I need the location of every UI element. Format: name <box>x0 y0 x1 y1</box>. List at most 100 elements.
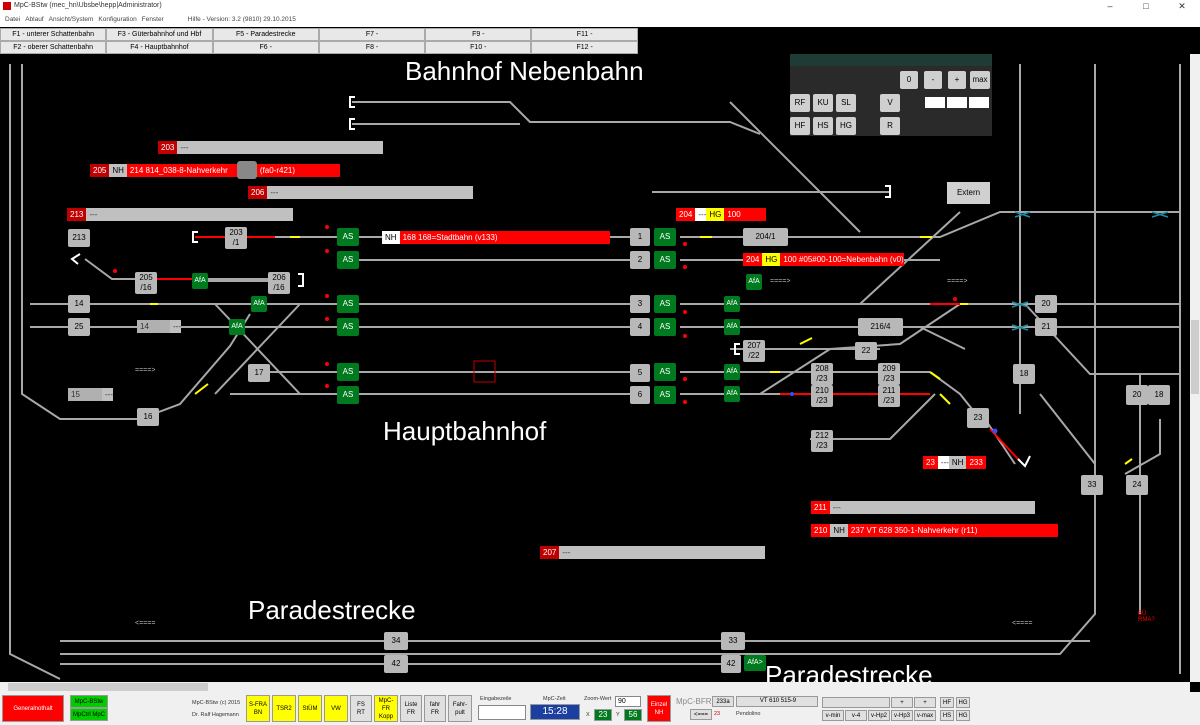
fkey-f2[interactable]: F2 - oberer Schattenbahn <box>0 41 107 54</box>
block-211[interactable]: 211 /23 <box>878 385 900 407</box>
bfr-hg-button[interactable]: HG <box>956 697 970 708</box>
block-210[interactable]: 210 /23 <box>811 385 833 407</box>
as-button-5[interactable]: AS <box>337 363 359 381</box>
fkey-f6[interactable]: F6 - <box>212 41 319 54</box>
mpcbstw-button[interactable]: MpC-BStw <box>70 695 108 708</box>
block-42b[interactable]: 42 <box>721 655 741 673</box>
bfr-hf-button[interactable]: HF <box>940 697 954 708</box>
bfr-prev-button[interactable]: <=== <box>690 709 712 720</box>
block-6[interactable]: 6 <box>630 386 650 404</box>
vertical-scroll-thumb[interactable] <box>1191 320 1199 394</box>
as-button-1[interactable]: AS <box>337 228 359 246</box>
as-button-4[interactable]: AS <box>337 318 359 336</box>
train-label-213[interactable]: 213--- <box>67 208 293 221</box>
v-button[interactable]: V <box>880 94 900 112</box>
fkey-f12[interactable]: F12 - <box>531 41 638 54</box>
fkey-f1[interactable]: F1 - unterer Schattenbahn <box>0 28 107 41</box>
block-213[interactable]: 213 <box>68 229 90 247</box>
block-207[interactable]: 207 /22 <box>743 340 765 362</box>
as-button-10[interactable]: AS <box>654 318 676 336</box>
block-4[interactable]: 4 <box>630 318 650 336</box>
menu-status[interactable]: Hilfe - Version: 3.2 (9810) 29.10.2015 <box>187 16 296 23</box>
block-20b[interactable]: 20 <box>1126 385 1148 405</box>
fkey-f5[interactable]: F5 - Paradestrecke <box>212 28 319 41</box>
block-42[interactable]: 42 <box>384 655 408 673</box>
r-button[interactable]: R <box>880 117 900 135</box>
eingabezeile-input[interactable] <box>478 705 526 720</box>
bfr-hs-button[interactable]: HS <box>940 710 954 721</box>
menu-konfiguration[interactable]: Konfiguration <box>98 16 137 23</box>
zoom-input[interactable]: 90 <box>615 696 641 707</box>
afa-button-9[interactable]: AfA> <box>744 655 766 671</box>
fkey-f10[interactable]: F10 - <box>425 41 532 54</box>
maximize-button[interactable]: □ <box>1143 1 1149 11</box>
extern-button[interactable]: Extern <box>947 182 990 204</box>
mpcctrl-button[interactable]: MpCtrl MpC <box>70 708 108 721</box>
sl-button[interactable]: SL <box>836 94 856 112</box>
menu-datei[interactable]: Datei <box>5 16 21 23</box>
as-button-11[interactable]: AS <box>654 363 676 381</box>
afa-button-4[interactable]: AfA <box>746 274 762 290</box>
horizontal-scroll-thumb[interactable] <box>8 683 208 691</box>
v-max-button[interactable]: v-max <box>914 710 936 721</box>
block-33b[interactable]: 33 <box>721 632 745 650</box>
as-button-2[interactable]: AS <box>337 251 359 269</box>
as-button-9[interactable]: AS <box>654 295 676 313</box>
tsr2-button[interactable]: TSR2 <box>272 695 296 722</box>
speed-bar[interactable] <box>822 697 890 708</box>
train-label-203[interactable]: 203--- <box>158 141 383 154</box>
block-25[interactable]: 25 <box>68 318 90 336</box>
generalnothalt-button[interactable]: Generalnothalt <box>2 695 64 722</box>
afa-button-8[interactable]: AfA <box>724 386 740 402</box>
block-216-4[interactable]: 216/4 <box>858 318 903 336</box>
speed-max-button[interactable]: max <box>970 71 990 89</box>
bfr-plus-button-1[interactable]: + <box>891 697 913 708</box>
block-17[interactable]: 17 <box>248 364 270 382</box>
train-label-211[interactable]: 211--- <box>811 501 1035 514</box>
hg-button[interactable]: HG <box>836 117 856 135</box>
menu-ansicht[interactable]: Ansicht/System <box>48 16 94 23</box>
v-4-button[interactable]: v-4 <box>845 710 867 721</box>
fkey-f8[interactable]: F8 - <box>318 41 426 54</box>
fkey-f3[interactable]: F3 - Güterbahnhof und Hbf <box>106 28 213 41</box>
afa-button-2[interactable]: AfA <box>251 296 267 312</box>
track-diagram-canvas[interactable]: Bahnhof Nebenbahn Hauptbahnhof Paradestr… <box>0 54 1190 690</box>
afa-button-7[interactable]: AfA <box>724 364 740 380</box>
as-button-8[interactable]: AS <box>654 251 676 269</box>
block-24[interactable]: 24 <box>1126 475 1148 495</box>
block-21[interactable]: 21 <box>1035 318 1057 336</box>
block-20[interactable]: 20 <box>1035 295 1057 313</box>
as-button-12[interactable]: AS <box>654 386 676 404</box>
block-18[interactable]: 18 <box>1013 364 1035 384</box>
minimize-button[interactable]: – <box>1107 1 1113 11</box>
block-209[interactable]: 209 /23 <box>878 363 900 385</box>
train-label-207[interactable]: 207--- <box>540 546 765 559</box>
train-label-15[interactable]: 15--- <box>68 388 113 401</box>
block-5[interactable]: 5 <box>630 364 650 382</box>
afa-button-1[interactable]: AfA <box>192 273 208 289</box>
block-1[interactable]: 1 <box>630 228 650 246</box>
vw-button[interactable]: VW <box>324 695 348 722</box>
block-14[interactable]: 14 <box>68 295 90 313</box>
block-203[interactable]: 203 /1 <box>225 227 247 249</box>
fkey-f7[interactable]: F7 - <box>318 28 426 41</box>
bfr-hg-button-2[interactable]: HG <box>956 710 970 721</box>
block-212[interactable]: 212 /23 <box>811 430 833 452</box>
as-button-6[interactable]: AS <box>337 386 359 404</box>
speed-plus-button[interactable]: + <box>948 71 966 89</box>
v-hp3-button[interactable]: v-Hp3 <box>891 710 913 721</box>
block-23[interactable]: 23 <box>967 408 989 428</box>
block-2[interactable]: 2 <box>630 251 650 269</box>
as-button-7[interactable]: AS <box>654 228 676 246</box>
afa-button-5[interactable]: AfA <box>724 296 740 312</box>
block-206[interactable]: 206 /16 <box>268 272 290 294</box>
block-34[interactable]: 34 <box>384 632 408 650</box>
ku-button[interactable]: KU <box>813 94 833 112</box>
hf-button[interactable]: HF <box>790 117 810 135</box>
